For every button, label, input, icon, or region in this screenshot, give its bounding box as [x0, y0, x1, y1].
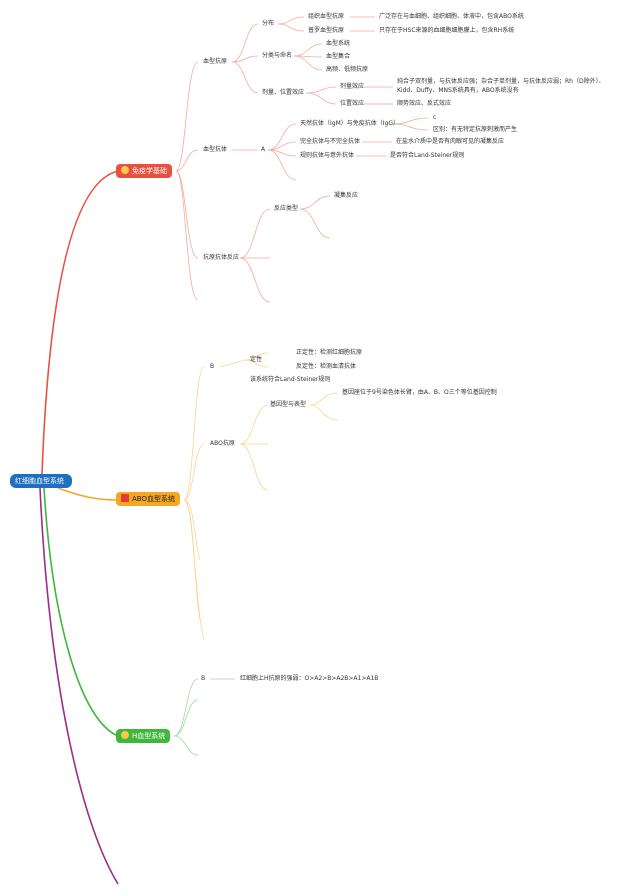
tissue-antigen-desc: 广泛存在与血细胞、组织细胞、体液中，包含ABO系统 [379, 13, 524, 20]
node-antibody-a[interactable]: A [261, 146, 266, 153]
branch3-lines [173, 678, 235, 756]
trunk-green [43, 487, 119, 737]
node-abo-system[interactable]: ABO血型系统 [116, 492, 180, 506]
node-h-system[interactable]: H血型系统 [116, 729, 171, 743]
node-blood-antibody[interactable]: 血型抗体 [203, 146, 228, 153]
branch1-lines [175, 16, 429, 303]
node-natural-immune-antibody[interactable]: 天然抗体（IgM）与免疫抗体（IgG） [300, 120, 399, 127]
node-reaction-type[interactable]: 反应类型 [274, 205, 299, 212]
node-immunology-basics[interactable]: 免疫学基础 [116, 164, 172, 178]
trunk-purple [39, 487, 119, 885]
node-h-label: H血型系统 [132, 732, 166, 740]
node-dose-position[interactable]: 剂量、位置效应 [262, 89, 305, 96]
node-reverse-typing[interactable]: 反定性：检测血清抗体 [296, 363, 357, 370]
branch2-lines [183, 352, 339, 641]
trunk-red [41, 170, 119, 475]
classify-item[interactable]: 血型集合 [326, 53, 351, 60]
node-forward-typing[interactable]: 正定性：检测红细胞抗原 [296, 349, 363, 356]
node-gene-locus[interactable]: 基因座位于9号染色体长臂，由A、B、O三个等位基因控制 [342, 389, 497, 396]
dose-effect-desc-2: Kidd、Duffy、MNS系统具有，ABO系统没有 [397, 87, 519, 94]
dose-effect-desc-1: 纯合子双剂量，与抗体反应强；杂合子单剂量，与抗体反应弱；Rh（D除外）、 [397, 78, 605, 85]
natural-difference: 区别：有无特定抗原刺激而产生 [433, 126, 518, 133]
node-classification[interactable]: 分类与命名 [262, 52, 293, 59]
smile-icon [121, 731, 129, 739]
complete-antibody-desc: 在盐水介质中是否有肉眼可见的凝集反应 [396, 138, 505, 145]
node-antigen-antibody-reaction[interactable]: 抗原抗体反应 [203, 254, 240, 261]
classify-item[interactable]: 血型系统 [326, 40, 351, 47]
node-abo-label: ABO血型系统 [132, 495, 175, 503]
node-distribution[interactable]: 分布 [262, 20, 275, 27]
flag-icon [121, 494, 129, 502]
position-effect-desc: 顺势效应、反式效应 [397, 100, 452, 107]
node-land-steiner-rule[interactable]: 该系统符合Land-Steiner规则 [250, 376, 331, 383]
node-qualitative[interactable]: 定性 [250, 356, 263, 363]
regular-antibody-desc: 是否符合Land-Steiner规则 [390, 152, 465, 159]
node-immunology-label: 免疫学基础 [132, 167, 167, 175]
root-node[interactable]: 红细胞血型系统 [10, 474, 72, 488]
node-complete-antibody[interactable]: 完全抗体与不完全抗体 [300, 138, 361, 145]
root-label: 红细胞血型系统 [15, 477, 64, 485]
node-h-b[interactable]: B [201, 675, 206, 682]
node-abo-antigen[interactable]: ABO抗原 [210, 440, 235, 447]
node-position-effect[interactable]: 位置效应 [340, 100, 365, 107]
node-dose-effect[interactable]: 剂量效应 [340, 83, 365, 90]
node-agglutination[interactable]: 凝集反应 [334, 192, 359, 199]
node-blood-antigen[interactable]: 血型抗原 [203, 58, 228, 65]
node-genotype-phenotype[interactable]: 基因型与表型 [270, 401, 307, 408]
node-abo-b[interactable]: B [210, 363, 215, 370]
node-tissue-antigen[interactable]: 组织血型抗原 [308, 13, 345, 20]
trunk-orange [57, 487, 119, 501]
node-rbc-antigen[interactable]: 普罗血型抗原 [308, 27, 345, 34]
classify-item[interactable]: 高频、低频抗原 [326, 66, 369, 73]
node-h-antigen-order[interactable]: 红细胞上H抗原的强弱：O>A2>B>A2B>A1>A1B [240, 675, 379, 682]
natural-c[interactable]: c [433, 114, 437, 121]
smile-icon [121, 166, 129, 174]
rbc-antigen-desc: 只存在于HSC来源的血细胞细胞膜上，包含RH系统 [379, 27, 515, 34]
node-regular-antibody[interactable]: 规则抗体与意外抗体 [300, 152, 355, 159]
